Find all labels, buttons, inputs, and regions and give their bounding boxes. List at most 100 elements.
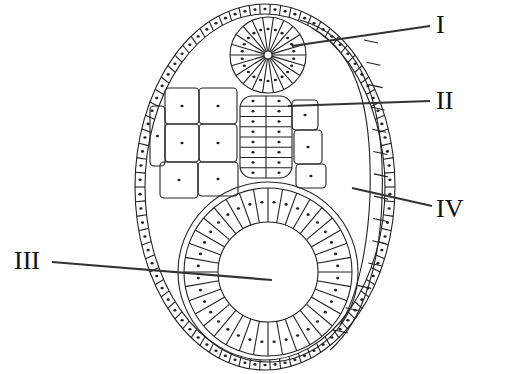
- cell-nucleus: [273, 363, 276, 366]
- cell-wall: [382, 143, 392, 145]
- cell-nucleus: [139, 164, 142, 167]
- leader-lines: [52, 26, 432, 280]
- cell-wall: [239, 8, 241, 18]
- cell-wall: [189, 243, 221, 255]
- cell-nucleus: [181, 52, 184, 55]
- cell-wall: [139, 228, 149, 230]
- cell-nucleus: [286, 37, 289, 40]
- cell-wall: [372, 241, 386, 244]
- cell-wall: [219, 349, 223, 358]
- cell-wall: [285, 193, 297, 225]
- cell-wall: [200, 337, 205, 346]
- neural-canal: [264, 51, 272, 59]
- cell-nucleus: [274, 79, 277, 82]
- cell-nucleus: [273, 201, 276, 204]
- cell-wall: [189, 289, 221, 301]
- cell-wall: [373, 218, 387, 221]
- cell-nucleus: [233, 13, 236, 16]
- cell-nucleus: [324, 231, 327, 234]
- cell-nucleus: [376, 109, 379, 112]
- cell-wall: [317, 281, 350, 287]
- cell-wall: [371, 107, 385, 110]
- cell-wall: [240, 147, 292, 148]
- cell-nucleus: [224, 17, 227, 20]
- cell-nucleus: [214, 349, 217, 352]
- cell-nucleus: [243, 65, 246, 68]
- cell-nucleus: [199, 253, 202, 256]
- mesoderm-cell: [294, 130, 322, 164]
- cell-nucleus: [237, 334, 240, 337]
- cell-wall: [191, 329, 197, 337]
- cell-nucleus: [150, 262, 153, 265]
- cell-nucleus: [251, 171, 254, 174]
- cell-nucleus: [293, 359, 296, 362]
- cell-wall: [277, 321, 283, 354]
- cell-wall: [315, 289, 347, 301]
- cell-wall: [232, 56, 265, 66]
- cell-wall: [259, 4, 261, 14]
- cell-nucleus: [197, 265, 200, 268]
- cell-wall: [230, 54, 264, 55]
- mesoderm-cell: [199, 124, 237, 162]
- cell-nucleus: [306, 146, 309, 149]
- cell-nucleus: [273, 340, 276, 343]
- cell-nucleus: [324, 311, 327, 314]
- cell-nucleus: [336, 277, 339, 280]
- cell-nucleus: [286, 71, 289, 74]
- cell-nucleus: [260, 340, 263, 343]
- cell-nucleus: [336, 265, 339, 268]
- cell-nucleus: [273, 8, 276, 11]
- cell-nucleus: [209, 311, 212, 314]
- cell-wall: [240, 157, 292, 158]
- cell-wall: [135, 186, 145, 187]
- cell-nucleus: [217, 320, 220, 323]
- cell-nucleus: [141, 150, 144, 153]
- cell-nucleus: [307, 213, 310, 216]
- cell-nucleus: [241, 50, 244, 53]
- cell-wall: [168, 302, 175, 309]
- leader-line: [52, 262, 272, 280]
- cell-wall: [249, 5, 250, 15]
- cell-nucleus: [209, 231, 212, 234]
- mesoderm-layer: [300, 20, 382, 350]
- notochord: [240, 96, 292, 178]
- cell-wall: [269, 360, 271, 370]
- cell-wall: [385, 172, 395, 174]
- ectoderm-outer: [135, 4, 395, 370]
- cell-nucleus: [277, 130, 280, 133]
- cell-nucleus: [285, 203, 288, 206]
- cell-nucleus: [283, 361, 286, 364]
- cell-nucleus: [346, 319, 349, 322]
- cell-wall: [240, 106, 292, 107]
- cell-wall: [289, 8, 291, 18]
- cell-nucleus: [167, 298, 170, 301]
- cell-nucleus: [277, 120, 280, 123]
- cell-nucleus: [386, 150, 389, 153]
- cell-nucleus: [216, 105, 219, 108]
- cell-nucleus: [180, 105, 183, 108]
- cell-nucleus: [274, 29, 277, 32]
- cell-nucleus: [277, 161, 280, 164]
- cell-nucleus: [248, 338, 251, 341]
- cell-nucleus: [203, 241, 206, 244]
- callout-number: IV: [436, 196, 463, 222]
- cell-nucleus: [277, 141, 280, 144]
- cell-wall: [175, 312, 182, 319]
- cell-nucleus: [338, 328, 341, 331]
- cell-nucleus: [251, 120, 254, 123]
- cell-wall: [348, 312, 355, 319]
- cell-wall: [185, 281, 218, 287]
- cell-nucleus: [243, 10, 246, 13]
- cell-nucleus: [266, 80, 269, 83]
- cell-wall: [383, 158, 393, 160]
- cell-wall: [195, 297, 224, 314]
- cell-nucleus: [259, 79, 262, 82]
- cell-wall: [383, 215, 393, 217]
- cell-wall: [308, 349, 312, 358]
- cell-wall: [263, 17, 268, 51]
- cell-wall: [209, 343, 213, 352]
- cell-nucleus: [251, 151, 254, 154]
- cell-wall: [298, 353, 301, 363]
- mesoderm-layer: [312, 28, 370, 325]
